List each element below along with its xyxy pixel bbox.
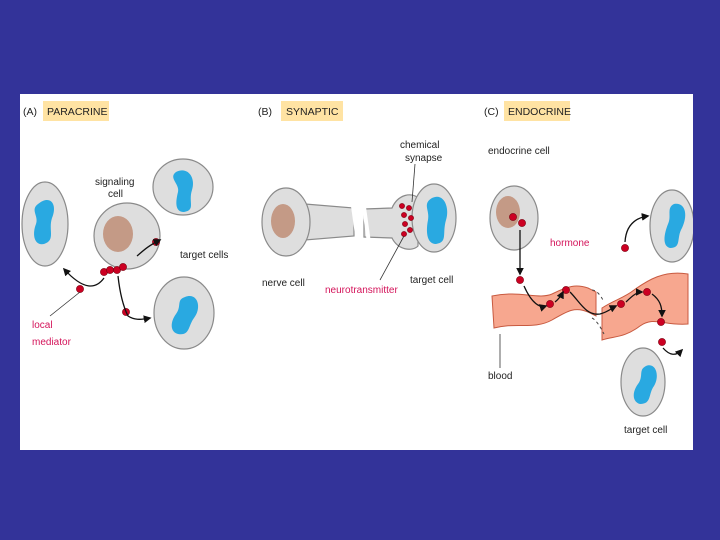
transport-arrow <box>523 285 548 312</box>
vessel-gap-dashes <box>591 317 605 335</box>
label-target-cells: target cells <box>180 250 228 261</box>
panel-c-letter: (C) <box>484 106 499 118</box>
neurotransmitter-molecule <box>401 231 407 237</box>
endocrine-target-cell-upper <box>649 189 693 263</box>
synaptic-target-cell <box>411 183 457 253</box>
label-local: local <box>32 320 53 331</box>
label-endocrine-target-cell: target cell <box>624 425 667 436</box>
target-cell-left <box>21 181 69 267</box>
mediator-molecule <box>119 263 127 271</box>
hormone-molecule <box>643 288 651 296</box>
nucleus-brown <box>271 204 295 238</box>
hormone-molecule <box>621 244 629 252</box>
label-pointer <box>49 291 81 317</box>
panel-a-letter: (A) <box>23 106 37 118</box>
nucleus-blue <box>171 296 199 335</box>
hormone-molecule <box>657 318 665 326</box>
label-pointer <box>379 235 405 281</box>
label-chemical: chemical <box>400 140 439 151</box>
panel-b-title-tag <box>281 101 343 121</box>
panel-endocrine: (C) ENDOCRINE <box>484 101 693 436</box>
transport-arrow <box>624 213 650 243</box>
vessel-gap-dashes <box>591 289 605 303</box>
mediator-molecule <box>106 266 114 274</box>
panel-b-title: SYNAPTIC <box>286 106 339 118</box>
label-neurotransmitter: neurotransmitter <box>325 285 398 296</box>
target-cell-lower-right <box>153 276 215 350</box>
neurotransmitter-molecule <box>408 215 414 221</box>
cell-signaling-diagram: (A) PARACRINE <box>21 101 693 436</box>
nerve-cell <box>261 187 419 257</box>
neurotransmitter-molecule <box>402 221 408 227</box>
panel-c-title-tag <box>504 101 570 121</box>
hormone-molecule <box>509 213 517 221</box>
label-hormone: hormone <box>550 238 590 249</box>
panel-c-title: ENDOCRINE <box>508 106 571 118</box>
diffusion-arrow <box>136 239 162 257</box>
nucleus-brown <box>103 216 133 252</box>
neurotransmitter-molecule <box>406 205 412 211</box>
hormone-molecule <box>516 276 524 284</box>
panel-paracrine: (A) PARACRINE <box>21 101 228 350</box>
label-endocrine-cell: endocrine cell <box>488 146 550 157</box>
axon-break-mark <box>350 198 360 243</box>
nucleus-blue <box>34 199 55 245</box>
nucleus-blue <box>664 203 686 248</box>
mediator-molecule <box>76 285 84 293</box>
endocrine-target-cell-lower <box>620 347 666 417</box>
neurotransmitter-molecule <box>407 227 413 233</box>
nucleus-blue <box>633 365 657 404</box>
figure-panel: (A) PARACRINE <box>20 94 693 450</box>
label-synapse: synapse <box>405 153 443 164</box>
hormone-molecule <box>546 300 554 308</box>
signaling-cell <box>93 202 161 270</box>
neurotransmitter-molecule <box>401 212 407 218</box>
target-cell-upper-right <box>152 158 214 216</box>
hormone-molecule <box>562 286 570 294</box>
label-pointer <box>411 163 416 203</box>
transport-arrow <box>625 288 644 303</box>
panel-b-letter: (B) <box>258 106 272 118</box>
axon-right <box>363 194 419 250</box>
hormone-molecule <box>617 300 625 308</box>
nucleus-blue <box>426 196 448 244</box>
label-nerve-cell: nerve cell <box>262 278 305 289</box>
transport-arrow <box>651 293 666 318</box>
panel-synaptic: (B) SYNAPTIC <box>258 101 457 296</box>
label-synaptic-target-cell: target cell <box>410 275 453 286</box>
diffusion-arrow <box>62 267 105 287</box>
label-blood: blood <box>488 371 512 382</box>
transport-arrow <box>662 347 684 358</box>
nucleus-blue <box>173 170 194 212</box>
neurotransmitter-molecule <box>399 203 405 209</box>
hormone-molecule <box>658 338 666 346</box>
panel-a-title: PARACRINE <box>47 106 107 118</box>
nucleus-brown <box>496 196 520 228</box>
transport-arrow <box>554 290 564 303</box>
hormone-molecule <box>518 219 526 227</box>
transport-arrow <box>569 291 618 315</box>
label-signaling-cell-1: signaling <box>95 177 134 188</box>
label-mediator: mediator <box>32 337 72 348</box>
axon-left <box>304 203 355 241</box>
blood-vessel-segment <box>601 272 689 341</box>
label-signaling-cell-2: cell <box>108 189 123 200</box>
panel-a-title-tag <box>43 101 109 121</box>
diffusion-arrow <box>117 275 152 324</box>
axon-break-mark <box>361 199 371 244</box>
